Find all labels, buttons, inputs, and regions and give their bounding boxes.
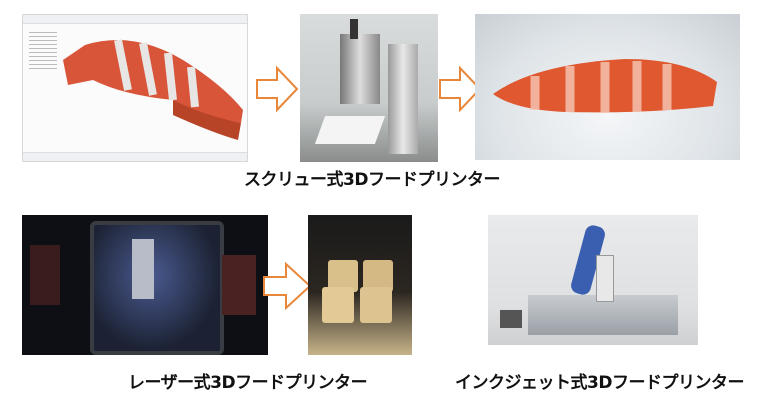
caption-screw-printer: スクリュー式3Dフードプリンター — [244, 170, 500, 190]
shrimp-nigiri-3d-model — [63, 39, 243, 140]
cad-browser-tree — [29, 29, 57, 69]
caption-laser-printer: レーザー式3Dフードプリンター — [128, 373, 368, 393]
printed-salmon-photo — [475, 14, 740, 160]
cad-toolbar — [23, 15, 247, 24]
screw-food-printer-photo — [300, 14, 438, 162]
arrow-right-icon — [256, 66, 299, 112]
printed-cubes-photo — [308, 215, 412, 355]
cad-timeline-bar — [23, 152, 247, 161]
arrow-right-icon — [263, 262, 312, 310]
arrow-right-icon — [439, 66, 482, 112]
laser-food-printer-photo — [22, 215, 268, 355]
cad-software-screenshot — [22, 14, 248, 162]
inkjet-food-printer-photo — [488, 215, 698, 345]
caption-inkjet-printer: インクジェット式3Dフードプリンター — [455, 373, 744, 393]
